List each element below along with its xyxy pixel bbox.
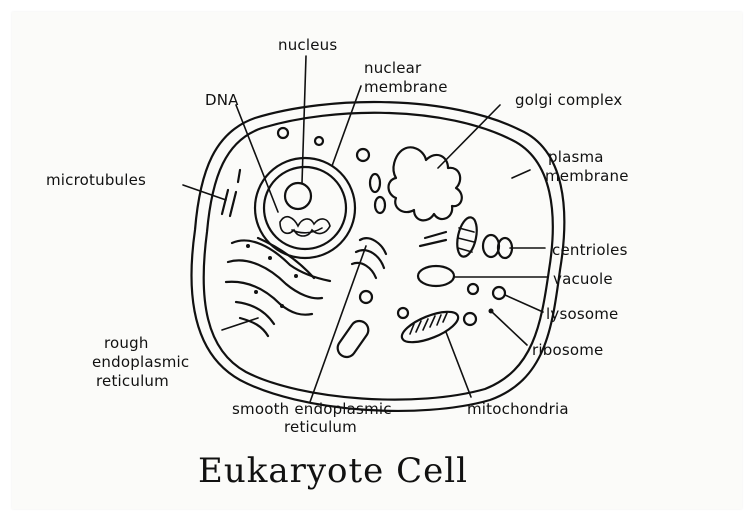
label-dna: DNA xyxy=(205,91,239,109)
label-nucleus: nucleus xyxy=(278,36,337,54)
label-ribosome: ribosome xyxy=(532,341,603,359)
vesicles xyxy=(278,128,385,213)
label-plasma-membrane-1: plasma xyxy=(548,148,604,166)
label-golgi: golgi complex xyxy=(515,91,623,109)
rough-er-shape xyxy=(226,238,330,336)
golgi-complex-shape xyxy=(389,147,462,220)
label-vacuole: vacuole xyxy=(553,270,613,288)
label-smooth-er-1: smooth endoplasmic xyxy=(232,400,392,418)
label-plasma-membrane-2: membrane xyxy=(545,167,629,185)
label-smooth-er-2: reticulum xyxy=(284,418,357,436)
label-nuclear-membrane-1: nuclear xyxy=(364,59,422,77)
label-microtubules: microtubules xyxy=(46,171,146,189)
microtubules-shape xyxy=(222,170,240,216)
centrioles-shape xyxy=(420,216,512,259)
label-centrioles: centrioles xyxy=(552,241,628,259)
small-organelles xyxy=(360,284,505,325)
label-rough-er-1: rough xyxy=(104,334,149,352)
label-rough-er-3: reticulum xyxy=(96,372,169,390)
label-nuclear-membrane-2: membrane xyxy=(364,78,448,96)
label-lysosome: lysosome xyxy=(546,305,618,323)
elongated-vesicle xyxy=(334,317,372,360)
diagram-title: Eukaryote Cell xyxy=(198,451,468,491)
vacuole-shape xyxy=(418,266,454,286)
label-rough-er-2: endoplasmic xyxy=(92,353,189,371)
label-mitochondria: mitochondria xyxy=(467,400,569,418)
